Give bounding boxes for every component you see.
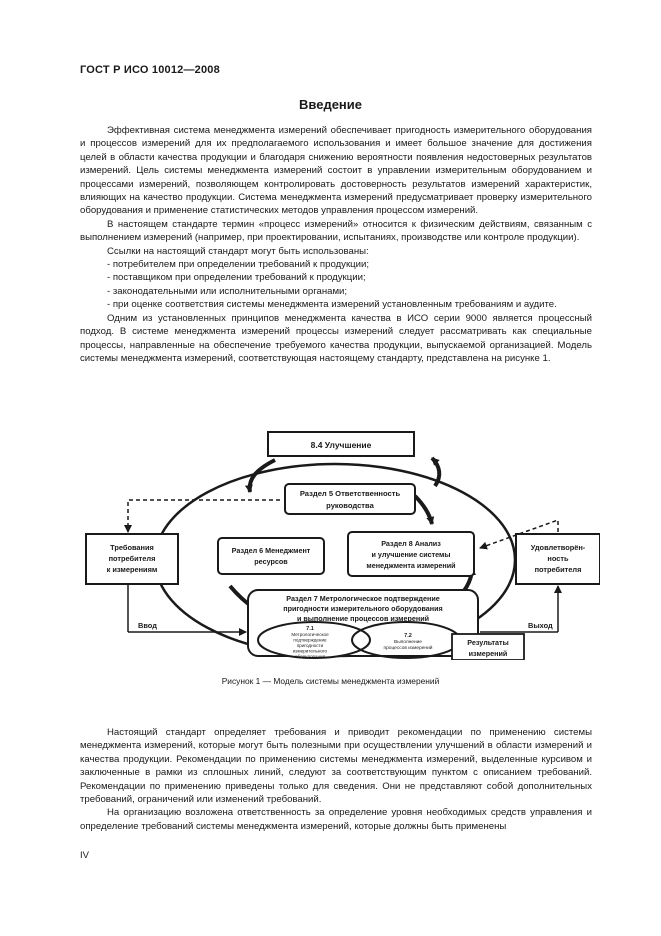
paragraph: Одним из установленных принципов менеджм… xyxy=(80,312,592,364)
curved-arrow-icon xyxy=(430,456,442,488)
paragraph: На организацию возложена ответственность… xyxy=(80,807,592,832)
customer-satisfaction-box xyxy=(515,533,600,585)
sub71-label-2: подтверждение xyxy=(293,638,327,643)
results-label-2: измерений xyxy=(469,649,508,658)
confirmation-label-3: и выполнение процессов измерений xyxy=(297,614,429,623)
improvement-box xyxy=(267,431,415,457)
intro-text: Эффективная система менеджмента измерени… xyxy=(80,124,592,365)
section-title: Введение xyxy=(299,97,362,112)
sub71-label-4: измерительного xyxy=(293,649,328,654)
input-label: Ввод xyxy=(138,621,157,630)
measurement-results-box xyxy=(451,633,525,660)
analysis-label-2: и улучшение системы xyxy=(372,550,451,559)
customer-req-label-1: Требования xyxy=(110,543,154,552)
paragraph: Ссылки на настоящий стандарт могут быть … xyxy=(107,245,369,257)
paragraph: Эффективная система менеджмента измерени… xyxy=(80,125,592,217)
management-responsibility-label-2: руководства xyxy=(326,501,374,510)
sub-process-7-1-ellipse xyxy=(257,621,371,659)
improvement-label: 8.4 Улучшение xyxy=(311,440,372,450)
curved-arrow-icon xyxy=(244,458,276,493)
sub72-label-1: Выполнение xyxy=(394,639,422,645)
sub71-label-3: пригодности xyxy=(297,643,324,648)
results-label-1: Результаты xyxy=(467,638,508,647)
measurement-management-model-diagram: 8.4 Улучшение Раздел 5 Ответственность р… xyxy=(85,431,600,660)
management-responsibility-box xyxy=(284,483,416,515)
confirmation-label-1: Раздел 7 Метрологическое подтверждение xyxy=(286,594,439,603)
list-item: - поставщиком при определении требований… xyxy=(107,272,366,284)
resource-management-label-1: Раздел 6 Менеджмент xyxy=(232,546,311,555)
page-number: IV xyxy=(80,850,89,861)
satisfaction-dashed-arrow xyxy=(479,518,559,550)
customer-sat-label-3: потребителя xyxy=(535,565,582,574)
sub71-label-1: Метрологическое xyxy=(291,632,329,637)
resource-management-label-2: ресурсов xyxy=(254,557,288,566)
document-header: ГОСТ Р ИСО 10012—2008 xyxy=(80,64,220,76)
customer-requirements-box xyxy=(85,533,179,585)
figure-caption: Рисунок 1 — Модель системы менеджмента и… xyxy=(221,676,440,686)
feedback-dashed-arrow xyxy=(124,499,280,533)
management-responsibility-label-1: Раздел 5 Ответственность xyxy=(300,489,401,498)
customer-req-label-2: потребителя xyxy=(109,554,156,563)
sub72-label-2: процессов измерений xyxy=(384,644,433,651)
sub71-number: 7.1 xyxy=(306,626,314,632)
list-item: - при оценке соответствия системы менедж… xyxy=(107,299,557,311)
resource-management-box xyxy=(217,537,325,575)
sub72-number: 7.2 xyxy=(404,633,412,639)
curved-arrow-icon xyxy=(413,494,435,525)
output-label: Выход xyxy=(528,621,553,630)
sub71-label-5: оборудования xyxy=(295,654,326,659)
customer-sat-label-1: Удовлетворён- xyxy=(531,543,586,552)
analysis-label-1: Раздел 8 Анализ xyxy=(381,539,441,548)
after-figure-text: Настоящий стандарт определяет требования… xyxy=(80,726,592,833)
customer-sat-label-2: ность xyxy=(547,554,569,563)
confirmation-label-2: пригодности измерительного оборудования xyxy=(283,604,443,613)
paragraph: Настоящий стандарт определяет требования… xyxy=(80,727,592,806)
list-item: - законодательными или исполнительными о… xyxy=(107,285,348,297)
analysis-improvement-box xyxy=(347,531,475,577)
customer-req-label-3: к измерениям xyxy=(107,565,158,574)
list-item: - потребителем при определении требовани… xyxy=(107,259,370,271)
analysis-label-3: менеджмента измерений xyxy=(366,561,455,570)
paragraph: В настоящем стандарте термин «процесс из… xyxy=(80,218,592,244)
